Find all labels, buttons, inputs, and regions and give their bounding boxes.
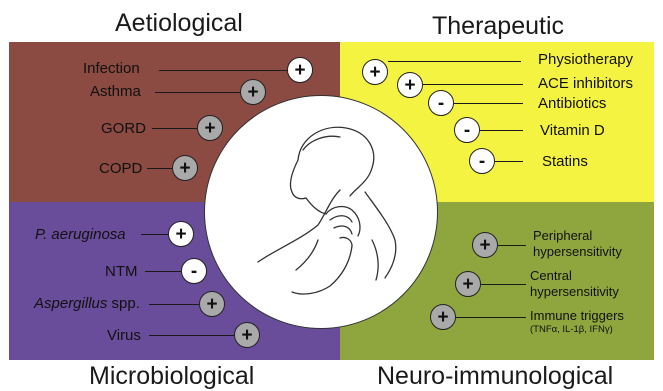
aet-item-copd-sign: +	[172, 155, 198, 181]
mic-item-virus-sign: +	[234, 322, 260, 348]
mic-item-virus-line	[149, 335, 234, 336]
the-item-statins-label: Statins	[542, 154, 588, 169]
central-line1: Central	[530, 268, 619, 284]
peripheral-line2: hypersensitivity	[533, 244, 622, 260]
mic-item-ntm-label: NTM	[105, 264, 138, 279]
mic-item-aspergillus-line	[149, 304, 199, 305]
the-item-physiotherapy-label: Physiotherapy	[538, 52, 633, 67]
aet-item-gord-line	[152, 128, 197, 129]
aet-item-asthma-sign: +	[240, 79, 266, 105]
neu-item-peripheral-sign: +	[472, 232, 498, 258]
mic-item-paeruginosa-sign: +	[168, 221, 194, 247]
mic-item-ntm-sign: -	[181, 258, 207, 284]
aet-item-infection-label: Infection	[83, 61, 140, 76]
the-item-vitamin-d-sign: -	[454, 117, 480, 143]
aet-item-gord-label: GORD	[101, 121, 146, 136]
the-item-physiotherapy-sign: +	[362, 59, 388, 85]
aet-item-infection-sign: +	[287, 57, 313, 83]
the-item-ace-sign: +	[397, 72, 423, 98]
aspergillus-suffix: spp.	[107, 295, 140, 312]
central-line2: hypersensitivity	[530, 284, 619, 300]
mic-item-paeruginosa-line	[141, 234, 168, 235]
mic-item-aspergillus-sign: +	[199, 291, 225, 317]
the-item-antibiotics-label: Antibiotics	[538, 96, 606, 111]
aet-item-asthma-label: Asthma	[90, 84, 141, 99]
neu-item-central-label: Central hypersensitivity	[530, 268, 619, 300]
mic-item-aspergillus-label: Aspergillus spp.	[34, 296, 140, 311]
aspergillus-italic: Aspergillus	[34, 295, 107, 312]
the-item-antibiotics-sign: -	[428, 90, 454, 116]
immune-line1: Immune triggers	[530, 308, 624, 324]
the-item-antibiotics-line	[454, 103, 523, 104]
neu-item-central-sign: +	[455, 271, 481, 297]
aet-item-copd-label: COPD	[99, 161, 142, 176]
neu-item-immune-label: Immune triggers (TNFα, IL-1β, IFNγ)	[530, 308, 624, 336]
neu-item-peripheral-line	[498, 245, 526, 246]
the-item-statins-sign: -	[469, 148, 495, 174]
neu-item-peripheral-label: Peripheral hypersensitivity	[533, 228, 622, 260]
mic-item-paeruginosa-label: P. aeruginosa	[35, 227, 126, 242]
immune-line2: (TNFα, IL-1β, IFNγ)	[530, 324, 624, 336]
the-item-ace-label: ACE inhibitors	[538, 76, 633, 91]
neu-item-central-line	[481, 284, 526, 285]
peripheral-line1: Peripheral	[533, 228, 622, 244]
the-item-vitamin-d-label: Vitamin D	[540, 123, 605, 138]
the-item-statins-line	[495, 161, 523, 162]
aet-item-infection-line	[159, 70, 287, 71]
the-item-physiotherapy-line	[388, 61, 521, 62]
mic-item-ntm-line	[145, 271, 181, 272]
aet-item-asthma-line	[155, 92, 240, 93]
neu-item-immune-line	[456, 317, 526, 318]
neu-item-immune-sign: +	[430, 304, 456, 330]
the-item-vitamin-d-line	[480, 130, 523, 131]
the-item-ace-line	[423, 84, 523, 85]
aet-item-copd-line	[147, 168, 172, 169]
mic-item-virus-label: Virus	[107, 328, 141, 343]
aet-item-gord-sign: +	[197, 115, 223, 141]
